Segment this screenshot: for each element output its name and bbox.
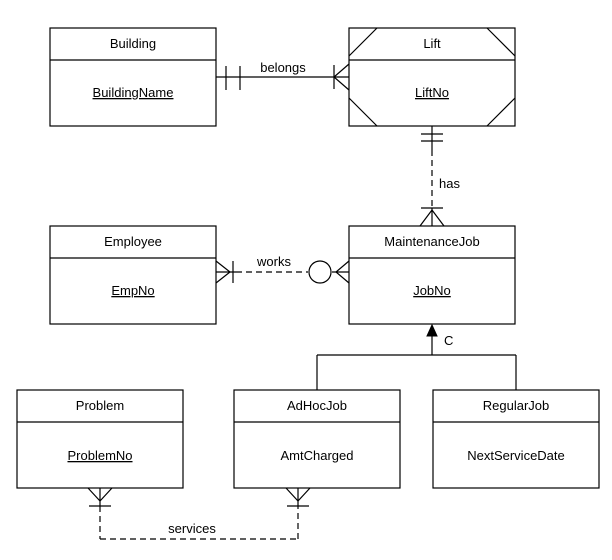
relationship-services: services <box>87 487 311 540</box>
services-adhoc-many-mandatory-marker <box>285 487 311 507</box>
has-lift-one-mandatory-marker <box>421 133 443 142</box>
entity-building-attribute: BuildingName <box>93 85 174 100</box>
generalization-label: C <box>444 333 453 348</box>
entity-lift-corner-marks <box>348 27 516 127</box>
entity-problem-title: Problem <box>76 398 124 413</box>
entity-adhoc-job-box <box>233 389 401 489</box>
entity-problem: Problem ProblemNo <box>16 389 184 489</box>
entity-employee-attribute: EmpNo <box>111 283 154 298</box>
entity-regular-job-box <box>432 389 600 489</box>
entity-building: Building BuildingName <box>49 27 217 127</box>
relationship-works: works <box>215 254 350 284</box>
works-job-many-optional-marker <box>335 260 350 284</box>
entity-maintenance-job: MaintenanceJob JobNo <box>348 225 516 325</box>
entity-lift-box <box>348 27 516 127</box>
belongs-lift-many-mandatory-marker <box>333 63 350 91</box>
generalization-arrowhead <box>426 323 438 337</box>
generalization: C <box>316 323 517 390</box>
entity-building-box <box>49 27 217 127</box>
entity-problem-attribute: ProblemNo <box>67 448 132 463</box>
has-job-many-mandatory-marker <box>419 207 445 227</box>
services-problem-many-mandatory-marker <box>87 487 113 507</box>
works-optional-circle <box>308 260 332 284</box>
belongs-label: belongs <box>260 60 306 75</box>
entity-employee-title: Employee <box>104 234 162 249</box>
entity-adhoc-job-title: AdHocJob <box>287 398 347 413</box>
entity-adhoc-job-attribute: AmtCharged <box>281 448 354 463</box>
entity-lift-attribute: LiftNo <box>415 85 449 100</box>
belongs-building-one-mandatory-marker <box>225 66 241 90</box>
entity-maintenance-job-attribute: JobNo <box>413 283 451 298</box>
has-label: has <box>439 176 460 191</box>
entity-lift: Lift LiftNo <box>348 27 516 127</box>
works-employee-many-mandatory-marker <box>215 260 234 284</box>
entity-maintenance-job-box <box>348 225 516 325</box>
entity-building-title: Building <box>110 36 156 51</box>
entity-problem-box <box>16 389 184 489</box>
relationship-has: has <box>419 126 460 227</box>
services-label: services <box>168 521 216 536</box>
entity-maintenance-job-title: MaintenanceJob <box>384 234 479 249</box>
entity-employee-box <box>49 225 217 325</box>
entity-lift-title: Lift <box>423 36 441 51</box>
entity-regular-job: RegularJob NextServiceDate <box>432 389 600 489</box>
entity-regular-job-title: RegularJob <box>483 398 550 413</box>
relationship-belongs: belongs <box>216 60 350 91</box>
entity-employee: Employee EmpNo <box>49 225 217 325</box>
works-label: works <box>256 254 291 269</box>
entity-adhoc-job: AdHocJob AmtCharged <box>233 389 401 489</box>
entity-regular-job-attribute: NextServiceDate <box>467 448 565 463</box>
